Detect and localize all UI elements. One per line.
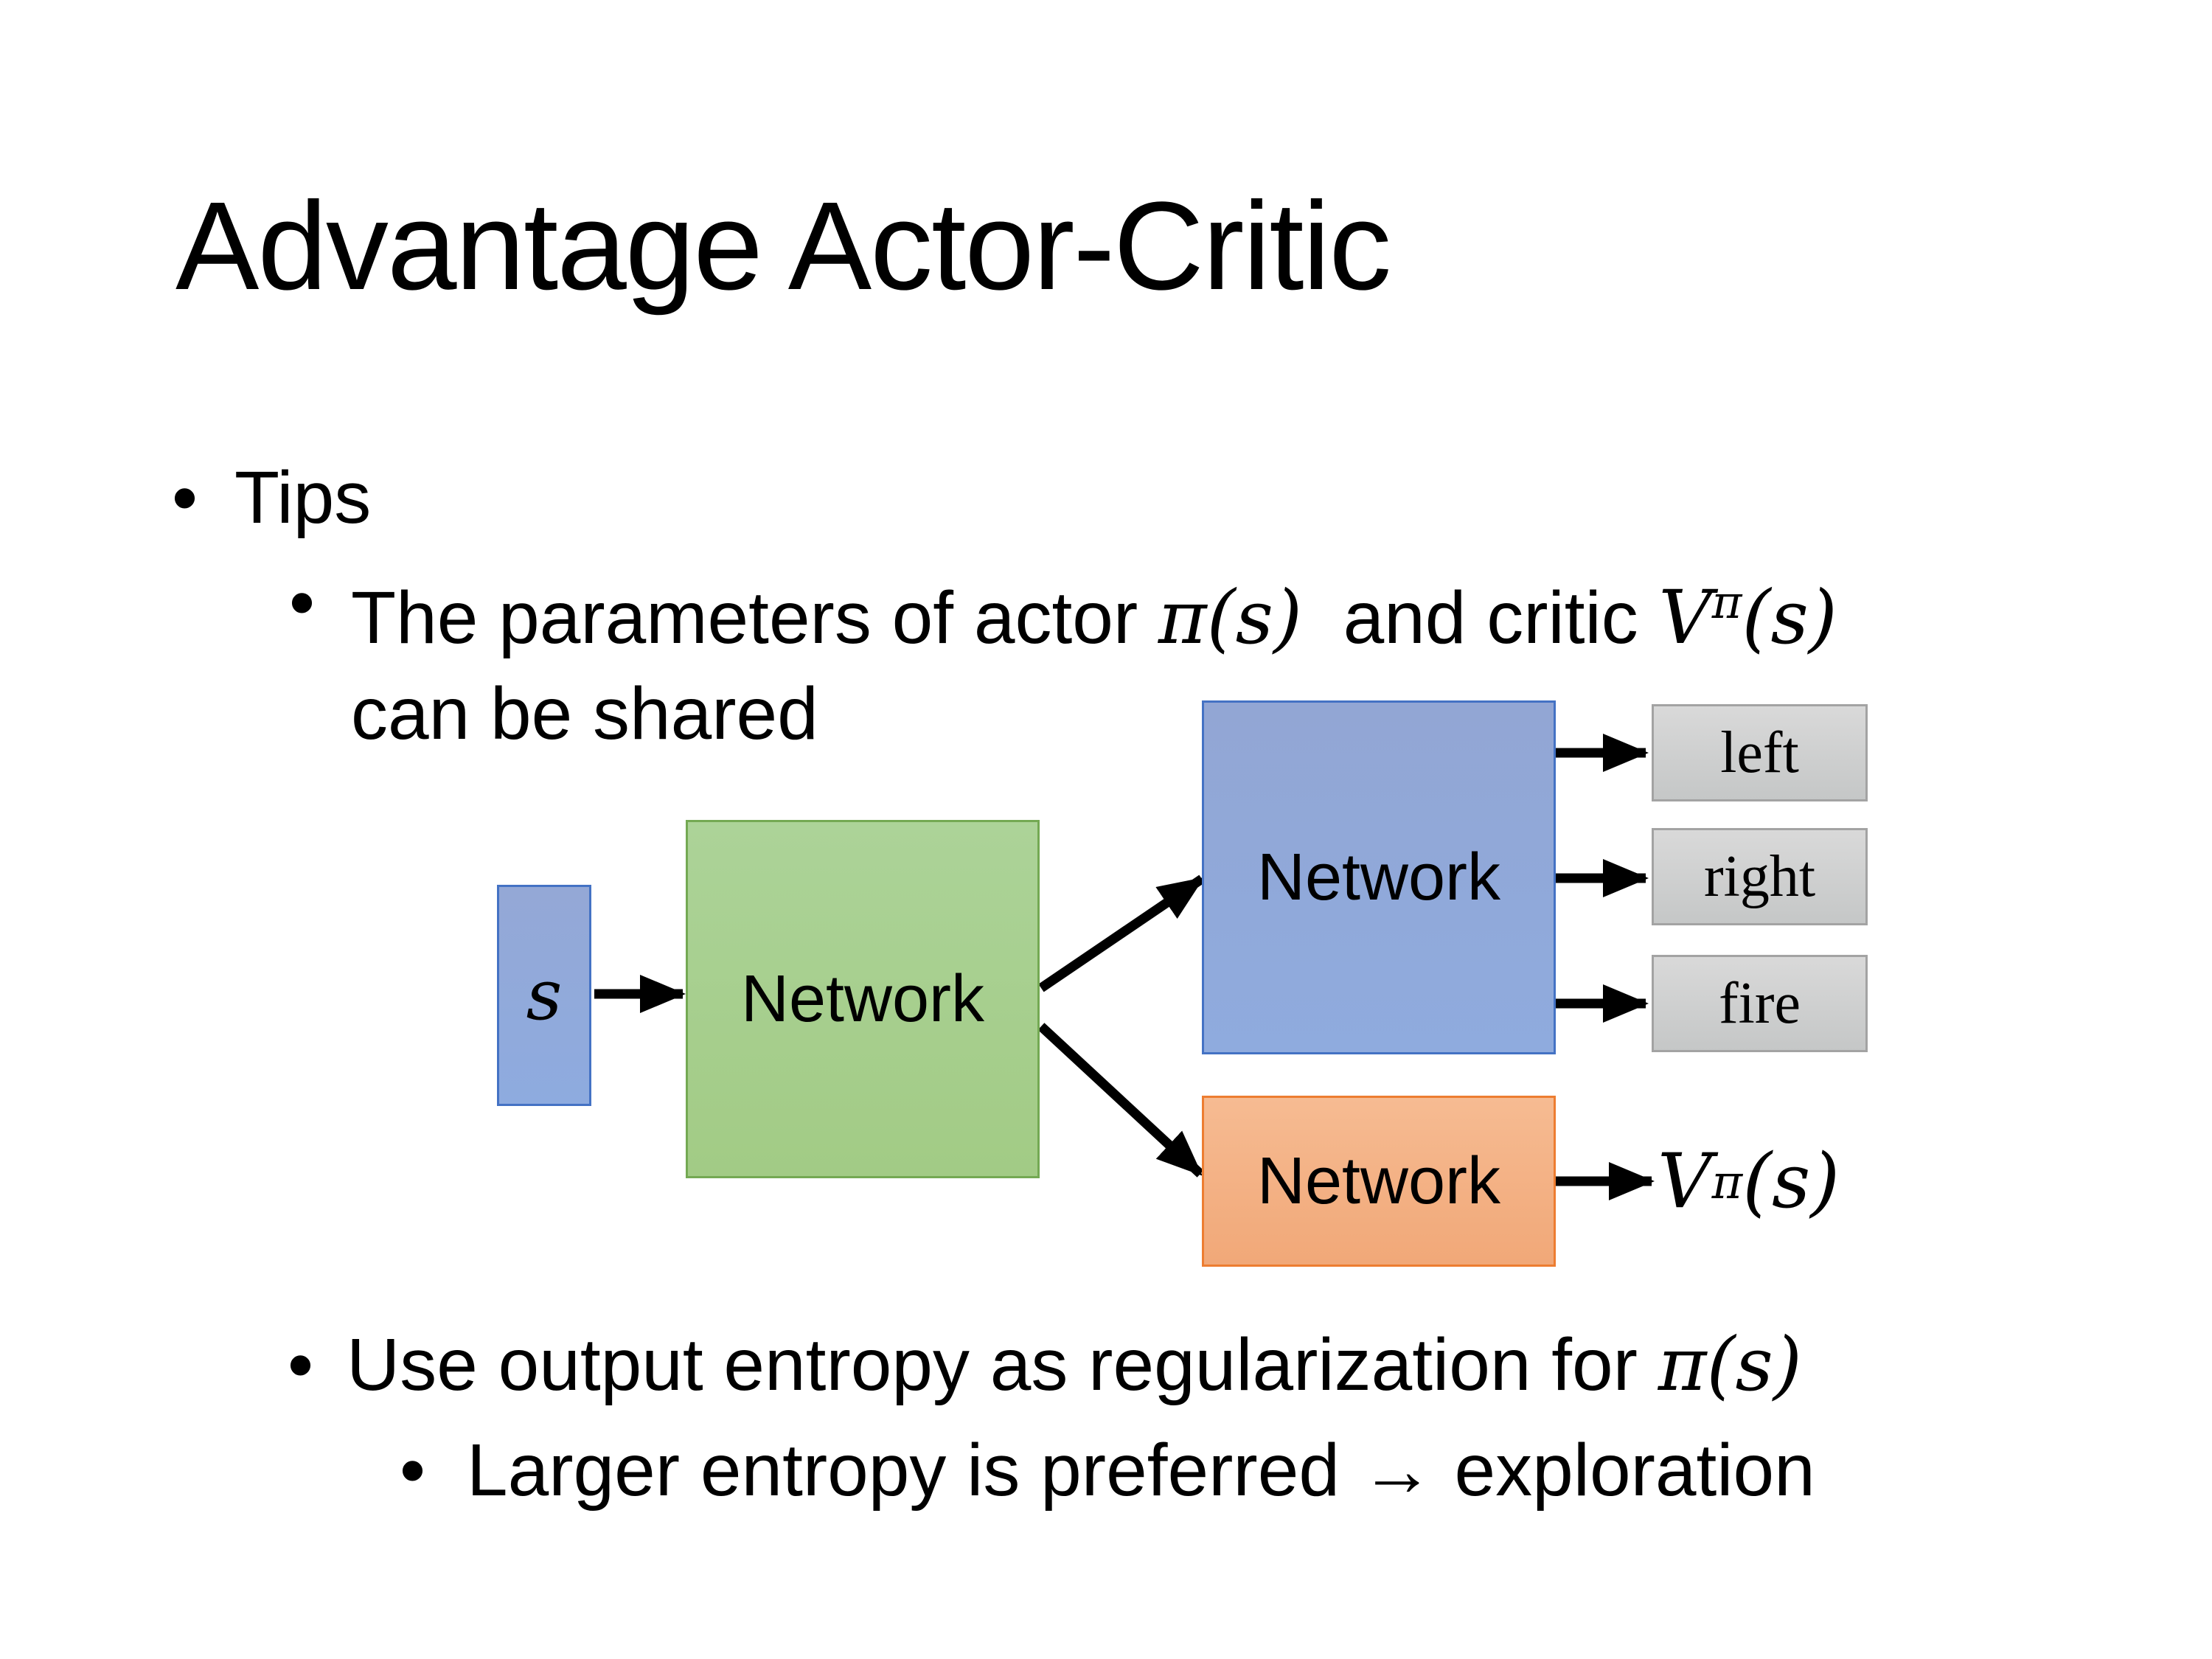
entropy-prefix: Use output entropy as regularization for xyxy=(347,1324,1658,1406)
math-v-args: (s) xyxy=(1742,574,1837,661)
math-v: V xyxy=(1658,574,1712,661)
arrow-shared-to-actor xyxy=(1038,874,1205,992)
value-v-args: (s) xyxy=(1742,1138,1840,1225)
shared-mid: and critic xyxy=(1302,577,1659,660)
shared-network-label: Network xyxy=(740,961,985,1036)
action-box-left: left xyxy=(1652,704,1868,801)
bullet-tips-label: Tips xyxy=(234,456,372,539)
action-box-fire: fire xyxy=(1652,955,1868,1052)
shared-line2: can be shared xyxy=(351,672,818,756)
action-box-right: right xyxy=(1652,828,1868,925)
value-v-sup: π xyxy=(1711,1154,1743,1209)
arrow-shared-to-critic xyxy=(1037,1023,1204,1178)
critic-network-label: Network xyxy=(1256,1144,1501,1218)
bullet-entropy-regularization: • Use output entropy as regularization f… xyxy=(288,1321,1802,1408)
bullet-marker: • xyxy=(400,1429,426,1512)
actor-network-label: Network xyxy=(1256,840,1501,914)
bullet-marker: • xyxy=(289,561,316,644)
action-right-label: right xyxy=(1703,844,1816,909)
page-title: Advantage Actor-Critic xyxy=(175,176,1391,316)
bullet-marker: • xyxy=(172,456,198,539)
actor-network-box: Network xyxy=(1202,700,1556,1054)
math-v-sup: π xyxy=(1711,575,1742,629)
bullet-tips: • Tips xyxy=(172,457,371,538)
shared-network-box: Network xyxy=(686,820,1040,1178)
bullet-larger-entropy: • Larger entropy is preferred → explorat… xyxy=(400,1430,1815,1511)
value-v: V xyxy=(1658,1138,1712,1225)
critic-network-box: Network xyxy=(1202,1096,1556,1267)
bullet-shared-text: The parameters of actor π(s) and critic … xyxy=(351,554,1837,762)
bullet-marker: • xyxy=(288,1324,314,1406)
state-label: s xyxy=(526,955,563,1036)
math-pi-s: π(s) xyxy=(1658,1321,1802,1408)
bullet-larger-entropy-text: Larger entropy is preferred → exploratio… xyxy=(467,1429,1815,1512)
bullet-shared-parameters: • The parameters of actor π(s) and criti… xyxy=(289,554,1837,762)
math-pi-s: π(s) xyxy=(1158,574,1302,661)
state-box: s xyxy=(497,885,591,1106)
shared-prefix: The parameters of actor xyxy=(351,577,1158,660)
action-fire-label: fire xyxy=(1718,970,1801,1036)
bullet-entropy-text: Use output entropy as regularization for… xyxy=(347,1321,1802,1408)
action-left-label: left xyxy=(1720,720,1799,785)
